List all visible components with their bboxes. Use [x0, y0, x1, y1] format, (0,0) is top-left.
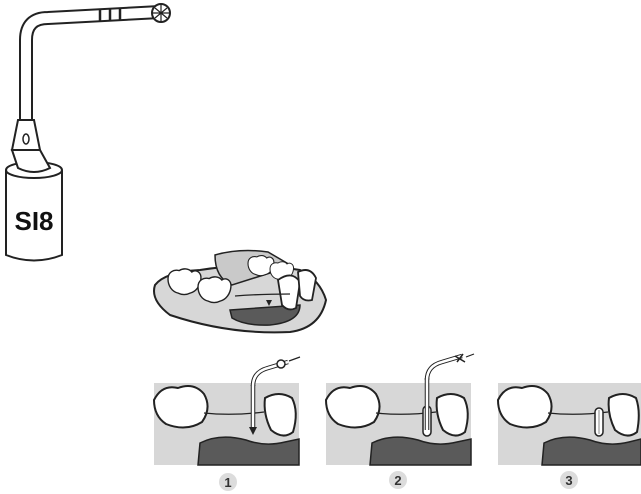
step-badge-3: 3 — [560, 471, 578, 489]
model-label: SI8 — [14, 206, 53, 236]
dental-arch-icon — [154, 251, 326, 333]
step-number: 3 — [565, 473, 572, 488]
step-3-icon — [498, 383, 641, 465]
step-2-icon — [326, 354, 474, 465]
step-number: 2 — [394, 473, 401, 488]
step-number: 1 — [224, 475, 231, 490]
step-1-icon — [154, 357, 300, 465]
step-badge-1: 1 — [219, 473, 237, 491]
step-badge-2: 2 — [389, 471, 407, 489]
